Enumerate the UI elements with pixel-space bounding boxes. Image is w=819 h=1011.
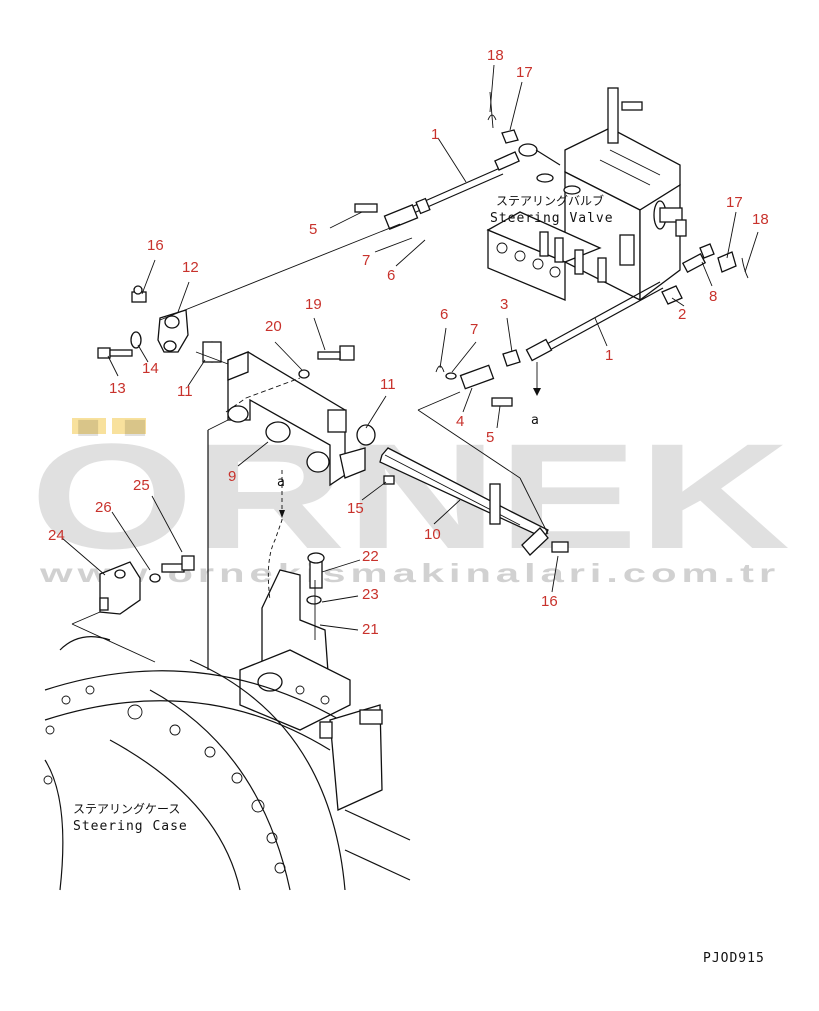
callout-5-mid: 5 xyxy=(486,429,494,446)
callout-1-lower: 1 xyxy=(605,347,613,364)
bracket-24 xyxy=(99,555,195,615)
callout-23: 23 xyxy=(362,586,379,603)
bolt-19 xyxy=(298,345,355,379)
steering-valve-label-en: Steering Valve xyxy=(490,211,614,226)
callout-13: 13 xyxy=(109,380,126,397)
callout-16-right: 16 xyxy=(541,593,558,610)
callout-17-right: 17 xyxy=(726,194,743,211)
callout-8: 8 xyxy=(709,288,717,305)
callout-26: 26 xyxy=(95,499,112,516)
callout-16-left: 16 xyxy=(147,237,164,254)
callout-17-top: 17 xyxy=(516,64,533,81)
rod-10 xyxy=(356,424,569,556)
callout-24: 24 xyxy=(48,527,65,544)
upper-cable xyxy=(354,91,561,230)
callout-4: 4 xyxy=(456,413,464,430)
watermark-accent-right xyxy=(112,418,146,434)
leader-lines xyxy=(61,64,759,631)
watermark-accent-left xyxy=(72,418,106,434)
callout-3: 3 xyxy=(500,296,508,313)
callout-10: 10 xyxy=(424,526,441,543)
callout-6-top: 6 xyxy=(387,267,395,284)
callout-12: 12 xyxy=(182,259,199,276)
callouts: 18 17 1 5 7 6 17 18 8 2 1 16 12 13 14 11… xyxy=(48,47,769,638)
steering-case-label-jp: ステアリングケース xyxy=(73,802,180,816)
text-labels: ステアリングバルブ Steering Valve ステアリングケース Steer… xyxy=(73,193,765,966)
phantom-lines xyxy=(71,223,549,663)
lever-12-assembly xyxy=(97,285,222,363)
watermark-url: www.ornekismakinalari.com.tr xyxy=(38,558,780,588)
bracket-9 xyxy=(227,351,366,487)
callout-25: 25 xyxy=(133,477,150,494)
callout-6-mid: 6 xyxy=(440,306,448,323)
ref-a-bottom: a xyxy=(277,475,286,490)
callout-22: 22 xyxy=(362,548,379,565)
callout-7-top: 7 xyxy=(362,252,370,269)
watermark-brand: ÖRNEK xyxy=(30,412,790,580)
steering-case-label-en: Steering Case xyxy=(73,819,188,834)
steering-valve-label-jp: ステアリングバルブ xyxy=(496,193,604,208)
callout-18-right: 18 xyxy=(752,211,769,228)
callout-5-top: 5 xyxy=(309,221,317,238)
drawing-code: PJOD915 xyxy=(703,951,765,966)
steering-case xyxy=(43,419,411,891)
callout-11-right: 11 xyxy=(380,376,396,393)
steering-valve xyxy=(486,87,687,302)
callout-15: 15 xyxy=(347,500,364,517)
callout-9: 9 xyxy=(228,468,236,485)
callout-14: 14 xyxy=(142,360,159,377)
callout-11-left: 11 xyxy=(177,383,193,400)
reference-arrow xyxy=(533,362,541,396)
callout-18-top: 18 xyxy=(487,47,504,64)
watermark: ÖRNEK www.ornekismakinalari.com.tr xyxy=(30,412,790,588)
ref-a-top: a xyxy=(531,413,540,428)
callout-19: 19 xyxy=(305,296,322,313)
callout-21: 21 xyxy=(362,621,379,638)
callout-2: 2 xyxy=(678,306,686,323)
callout-7-mid: 7 xyxy=(470,321,478,338)
lower-cable xyxy=(435,243,749,407)
callout-20: 20 xyxy=(265,318,282,335)
callout-1-top: 1 xyxy=(431,126,439,143)
